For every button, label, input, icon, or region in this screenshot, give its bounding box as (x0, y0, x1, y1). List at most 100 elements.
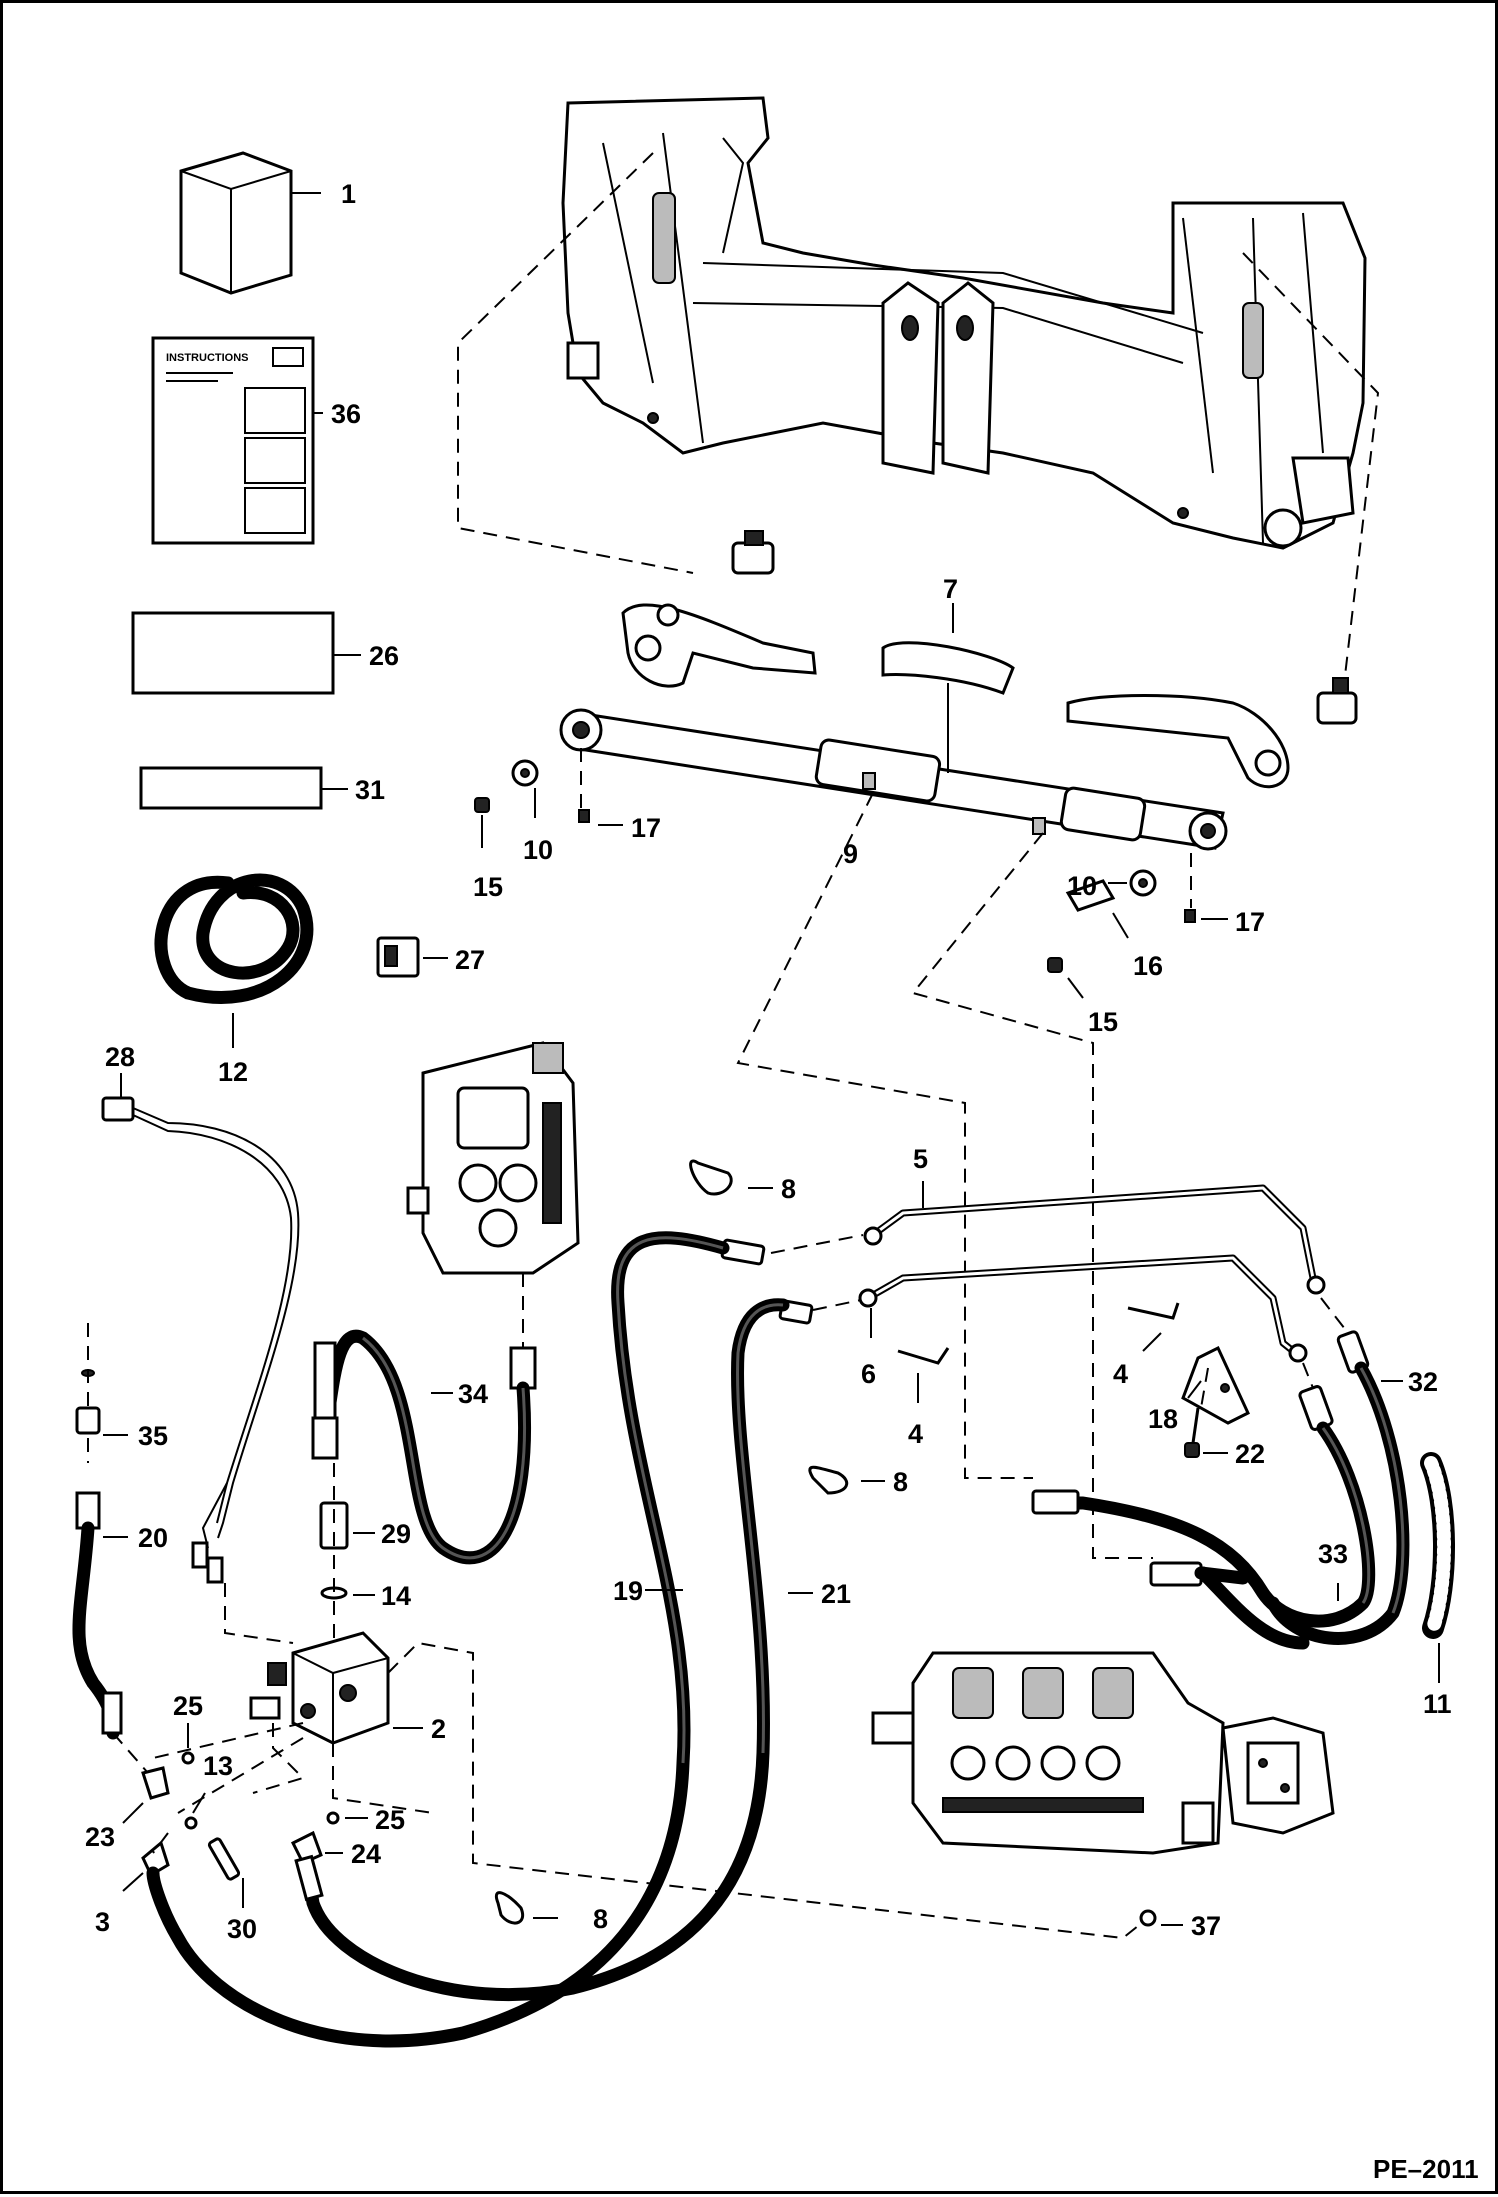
leader-cylinder-port-b (911, 832, 1153, 1559)
callout-19: 19 (613, 1576, 643, 1606)
item-18-bracket (1181, 1345, 1250, 1425)
callout-25-upper: 25 (173, 1691, 203, 1721)
callout-25-lower: 25 (375, 1805, 405, 1835)
leader-hose-20-lower (112, 1732, 149, 1774)
item-35-fitting (75, 1323, 128, 1463)
item-2-valve-block (249, 1631, 423, 1745)
item-36-instruction-sheet: INSTRUCTIONS (151, 336, 323, 545)
callout-2: 2 (431, 1714, 446, 1744)
item-4a-clip (1127, 1302, 1180, 1352)
callout-9: 9 (843, 839, 858, 869)
item-25a-o-ring (181, 1723, 195, 1765)
item-19-hose (146, 1231, 766, 2048)
leader-cylinder-port-a (736, 792, 1033, 1479)
item-6-tube (812, 1254, 1308, 1363)
callout-6: 6 (861, 1359, 876, 1389)
item-23-elbow (122, 1766, 170, 1824)
item-37-o-ring (1139, 1909, 1183, 1927)
callout-12: 12 (218, 1057, 248, 1087)
callout-labels: 1 36 26 31 12 27 28 7 9 10 15 17 10 17 1… (85, 179, 1452, 1944)
leader-block-to-pump (387, 1641, 1149, 1940)
callout-30: 30 (227, 1914, 257, 1944)
item-8c-clamp (494, 1891, 558, 1925)
item-5-tube (770, 1181, 1326, 1295)
callout-18: 18 (1148, 1404, 1178, 1434)
item-24-elbow (290, 1830, 343, 1865)
item-12-coiled-hose (154, 873, 314, 1048)
callout-15-left: 15 (473, 872, 503, 902)
callout-27: 27 (455, 945, 485, 975)
callout-4-upper: 4 (1113, 1359, 1128, 1389)
item-3-fitting (122, 1832, 170, 1892)
callout-10-right: 10 (1067, 871, 1097, 901)
callout-8-middle: 8 (893, 1467, 908, 1497)
item-28-wire-harness (101, 1073, 300, 1584)
callout-4-lower: 4 (908, 1419, 923, 1449)
callout-36: 36 (331, 399, 361, 429)
mounting-frame (561, 96, 1367, 550)
item-14-o-ring (320, 1586, 375, 1600)
callout-28: 28 (105, 1042, 135, 1072)
item-1-box (179, 151, 321, 295)
callout-23: 23 (85, 1822, 115, 1852)
item-11-protective-sleeve (1420, 1452, 1455, 1683)
exploded-parts-diagram: INSTRUCTIONS (72, 96, 1479, 2184)
leader-port-2 (177, 1737, 304, 1814)
callout-37: 37 (1191, 1911, 1221, 1941)
instructions-header: INSTRUCTIONS (166, 352, 249, 364)
callout-24: 24 (351, 1839, 381, 1869)
callout-35: 35 (138, 1421, 168, 1451)
leader-harness-to-valve (224, 1583, 294, 1644)
callout-16: 16 (1133, 951, 1163, 981)
leader-frame-to-right-bracket (1242, 252, 1380, 694)
callout-14: 14 (381, 1581, 411, 1611)
leader-port-1 (152, 1722, 304, 1759)
cylinder-rod-assembly (559, 708, 1228, 851)
callout-29: 29 (381, 1519, 411, 1549)
drawing-code: PE–2011 (1373, 2154, 1479, 2184)
item-31-decal (139, 766, 348, 810)
callout-21: 21 (821, 1579, 851, 1609)
leader-block-left (252, 1723, 305, 1794)
callout-22: 22 (1235, 1439, 1265, 1469)
item-20-hose (72, 1491, 128, 1740)
pin-left (731, 530, 775, 575)
callout-15-right: 15 (1088, 1007, 1118, 1037)
item-33-hose (1031, 1362, 1376, 1650)
item-8b-clamp (808, 1465, 885, 1495)
pin-right (1316, 677, 1358, 725)
callout-31: 31 (355, 775, 385, 805)
item-4b-clip (897, 1347, 950, 1403)
hardware-right (1047, 853, 1228, 999)
callout-3: 3 (95, 1907, 110, 1937)
callout-11: 11 (1423, 1689, 1452, 1719)
callout-1: 1 (341, 179, 356, 209)
hardware-left (474, 748, 623, 848)
callout-8-top: 8 (781, 1174, 796, 1204)
callout-7: 7 (943, 574, 958, 604)
item-29-fitting (319, 1501, 375, 1550)
item-21-hose (294, 1298, 814, 2002)
callout-34: 34 (458, 1379, 488, 1409)
item-8a-clamp (689, 1159, 773, 1196)
callout-33: 33 (1318, 1539, 1348, 1569)
lever-right (1066, 694, 1290, 789)
control-valve (406, 1041, 580, 1353)
item-22-bolt (1184, 1367, 1228, 1458)
callout-17-left: 17 (631, 813, 661, 843)
hydraulic-pump (871, 1651, 1335, 1855)
item-27-switch (376, 936, 448, 978)
callout-8-bottom: 8 (593, 1904, 608, 1934)
leader-frame-to-bracket (457, 152, 694, 574)
item-25b-o-ring (326, 1811, 368, 1825)
callout-17-right: 17 (1235, 907, 1265, 937)
callout-20: 20 (138, 1523, 168, 1553)
callout-26: 26 (369, 641, 399, 671)
item-26-decal (131, 611, 361, 695)
callout-5: 5 (913, 1144, 928, 1174)
callout-13: 13 (203, 1751, 233, 1781)
item-30-pin (207, 1837, 244, 1908)
item-7-shield (881, 603, 1015, 773)
item-34-hose (311, 1329, 537, 1565)
callout-10-left: 10 (523, 835, 553, 865)
